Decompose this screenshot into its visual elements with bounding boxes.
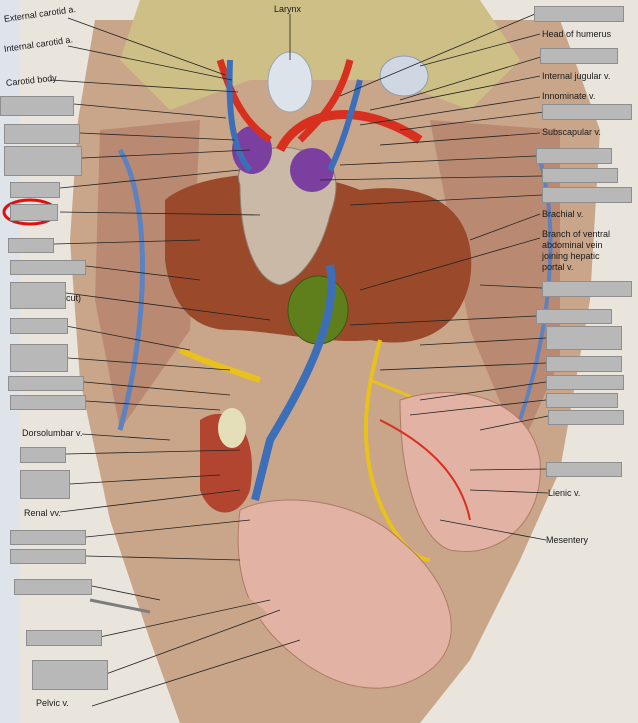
- label-box-right-3[interactable]: [542, 104, 632, 120]
- left-jugular: [226, 59, 253, 173]
- left-thoracic-vein: [117, 148, 145, 431]
- label-box-left-9[interactable]: [10, 318, 68, 334]
- mesenteric-artery: [379, 419, 471, 521]
- small-intestine: [237, 499, 452, 689]
- gallbladder: [287, 275, 349, 345]
- label-dorsolumbar: Dorsolumbar v.: [22, 428, 83, 438]
- label-pelvic: Pelvic v.: [36, 698, 69, 708]
- label-innominate: Innominate v.: [542, 91, 596, 101]
- posterior-vena-cava: [251, 264, 336, 501]
- label-box-left-highlighted[interactable]: [10, 204, 58, 221]
- label-box-right-13[interactable]: [548, 410, 624, 425]
- label-box-right-7[interactable]: [542, 281, 632, 297]
- label-internal-jugular: Internal jugular v.: [542, 71, 611, 81]
- label-box-left-6[interactable]: [8, 238, 54, 253]
- pelvic-fold: [157, 560, 268, 628]
- label-lienic: Lienic v.: [548, 488, 581, 498]
- label-box-left-11[interactable]: [8, 376, 84, 391]
- label-box-right-6[interactable]: [542, 187, 632, 203]
- label-cut-fragment: cut): [66, 293, 82, 303]
- pancreas: [178, 347, 261, 383]
- larynx: [267, 51, 313, 113]
- label-box-right-5[interactable]: [542, 168, 618, 183]
- label-head-of-humerus: Head of humerus: [542, 29, 612, 39]
- label-box-left-19[interactable]: [32, 660, 108, 690]
- label-box-left-12[interactable]: [10, 395, 86, 410]
- label-ventral-abdominal-2: abdominal vein: [542, 240, 603, 250]
- label-subscapular: Subscapular v.: [542, 127, 601, 137]
- label-mesentery: Mesentery: [546, 535, 589, 545]
- label-box-right-10[interactable]: [546, 356, 622, 372]
- label-box-right-8[interactable]: [536, 309, 612, 324]
- carotid-artery-right: [297, 59, 354, 143]
- label-ventral-abdominal-1: Branch of ventral: [542, 229, 611, 239]
- label-brachial: Brachial v.: [542, 209, 584, 219]
- label-box-left-10[interactable]: [10, 344, 68, 372]
- label-box-left-16[interactable]: [10, 549, 86, 564]
- label-box-left-15[interactable]: [10, 530, 86, 545]
- label-box-left-17[interactable]: [14, 579, 92, 595]
- leader-lines: [49, 17, 301, 707]
- label-box-left-4[interactable]: [10, 182, 60, 198]
- label-box-right-2[interactable]: [540, 48, 618, 64]
- stomach: [399, 392, 541, 552]
- label-box-right-9[interactable]: [546, 326, 622, 350]
- probe: [89, 598, 151, 614]
- adrenal: [218, 408, 246, 448]
- right-jugular: [327, 79, 363, 172]
- label-box-left-8[interactable]: [10, 282, 66, 309]
- label-box-right-4[interactable]: [536, 148, 612, 164]
- aortic-arch: [275, 110, 423, 153]
- label-box-left-14[interactable]: [20, 470, 70, 499]
- leader-lines-right: [289, 13, 549, 541]
- label-box-right-11[interactable]: [546, 375, 624, 390]
- label-box-left-13[interactable]: [20, 447, 66, 463]
- label-larynx: Larynx: [274, 4, 302, 14]
- right-atrium: [290, 148, 334, 192]
- humerus-head: [379, 55, 429, 97]
- label-box-right-12[interactable]: [546, 393, 618, 408]
- label-renal-vv: Renal vv.: [24, 508, 61, 518]
- label-box-left-3[interactable]: [4, 146, 82, 176]
- label-box-left-2[interactable]: [4, 124, 80, 144]
- label-box-right-1[interactable]: [534, 6, 624, 22]
- label-box-left-1[interactable]: [0, 96, 74, 116]
- carotid-artery: [216, 58, 273, 143]
- label-box-right-14[interactable]: [546, 462, 622, 477]
- label-box-left-7[interactable]: [10, 260, 86, 275]
- label-box-left-18[interactable]: [26, 630, 102, 646]
- label-ventral-abdominal-3: joining hepatic: [542, 251, 600, 261]
- right-body-wall: [430, 120, 560, 450]
- label-ventral-abdominal-4: portal v.: [542, 262, 574, 272]
